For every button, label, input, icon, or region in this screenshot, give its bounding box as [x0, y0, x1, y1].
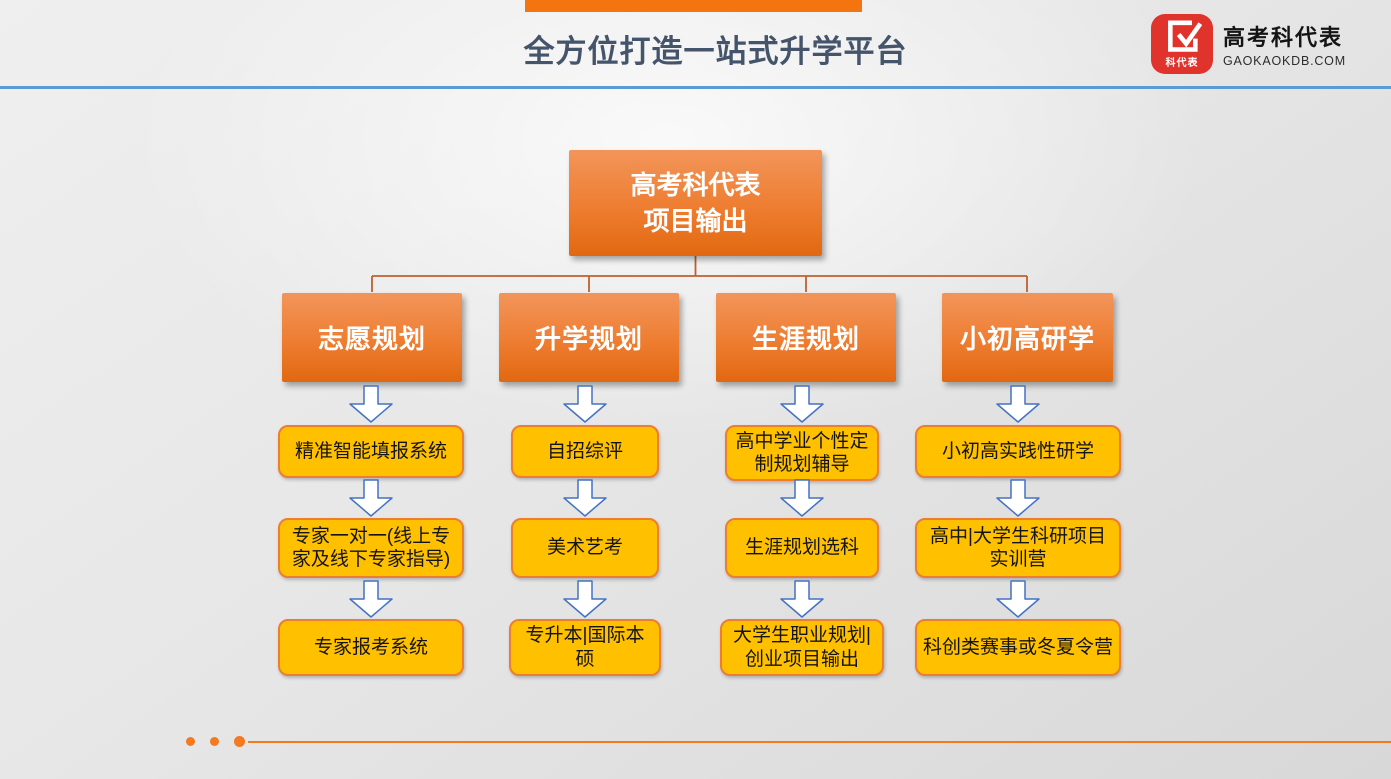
brand-domain: GAOKAOKDB.COM — [1223, 54, 1346, 68]
footer-line — [248, 741, 1391, 743]
branch-node-1: 志愿规划 — [282, 293, 462, 382]
footer-dot — [186, 737, 195, 746]
footer-dot — [210, 737, 219, 746]
down-arrow-icon — [563, 479, 607, 517]
down-arrow-icon — [780, 580, 824, 618]
down-arrow-icon — [996, 385, 1040, 423]
footer-dot — [234, 736, 245, 747]
leaf-node-4-3: 科创类赛事或冬夏令营 — [915, 619, 1121, 676]
leaf-node-4-2: 高中|大学生科研项目实训营 — [915, 518, 1121, 578]
branch-node-3: 生涯规划 — [716, 293, 896, 382]
leaf-node-1-1: 精准智能填报系统 — [278, 425, 464, 478]
brand-badge: 科代表 — [1151, 14, 1213, 74]
down-arrow-icon — [349, 479, 393, 517]
brand-badge-label: 科代表 — [1165, 58, 1199, 69]
branch-node-4: 小初高研学 — [942, 293, 1113, 382]
down-arrow-icon — [780, 385, 824, 423]
leaf-node-2-3: 专升本|国际本硕 — [509, 619, 661, 676]
leaf-node-4-1: 小初高实践性研学 — [915, 425, 1121, 478]
page-title: 全方位打造一站式升学平台 — [523, 34, 908, 69]
down-arrow-icon — [563, 580, 607, 618]
checkbox-logo-icon — [1168, 20, 1203, 52]
branch-node-2: 升学规划 — [499, 293, 679, 382]
leaf-node-2-2: 美术艺考 — [511, 518, 659, 578]
top-accent-bar — [525, 0, 862, 12]
leaf-node-3-3: 大学生职业规划|创业项目输出 — [720, 619, 884, 676]
org-root-line2: 项目输出 — [643, 206, 748, 236]
leaf-node-2-1: 自招综评 — [511, 425, 659, 478]
org-root-node: 高考科代表 项目输出 — [569, 150, 822, 256]
leaf-node-1-3: 专家报考系统 — [278, 619, 464, 676]
leaf-node-3-2: 生涯规划选科 — [725, 518, 879, 578]
brand-text: 高考科代表 GAOKAOKDB.COM — [1223, 20, 1346, 68]
leaf-node-3-1: 高中学业个性定制规划辅导 — [725, 425, 879, 482]
footer-dots — [186, 736, 245, 747]
down-arrow-icon — [996, 580, 1040, 618]
down-arrow-icon — [349, 580, 393, 618]
down-arrow-icon — [996, 479, 1040, 517]
brand-name: 高考科代表 — [1223, 25, 1344, 50]
org-root-line1: 高考科代表 — [630, 169, 761, 200]
down-arrow-icon — [349, 385, 393, 423]
header-divider-line — [0, 86, 1391, 89]
down-arrow-icon — [780, 479, 824, 517]
brand-logo: 科代表 高考科代表 GAOKAOKDB.COM — [1151, 14, 1346, 74]
leaf-node-1-2: 专家一对一(线上专家及线下专家指导) — [278, 518, 464, 578]
down-arrow-icon — [563, 385, 607, 423]
